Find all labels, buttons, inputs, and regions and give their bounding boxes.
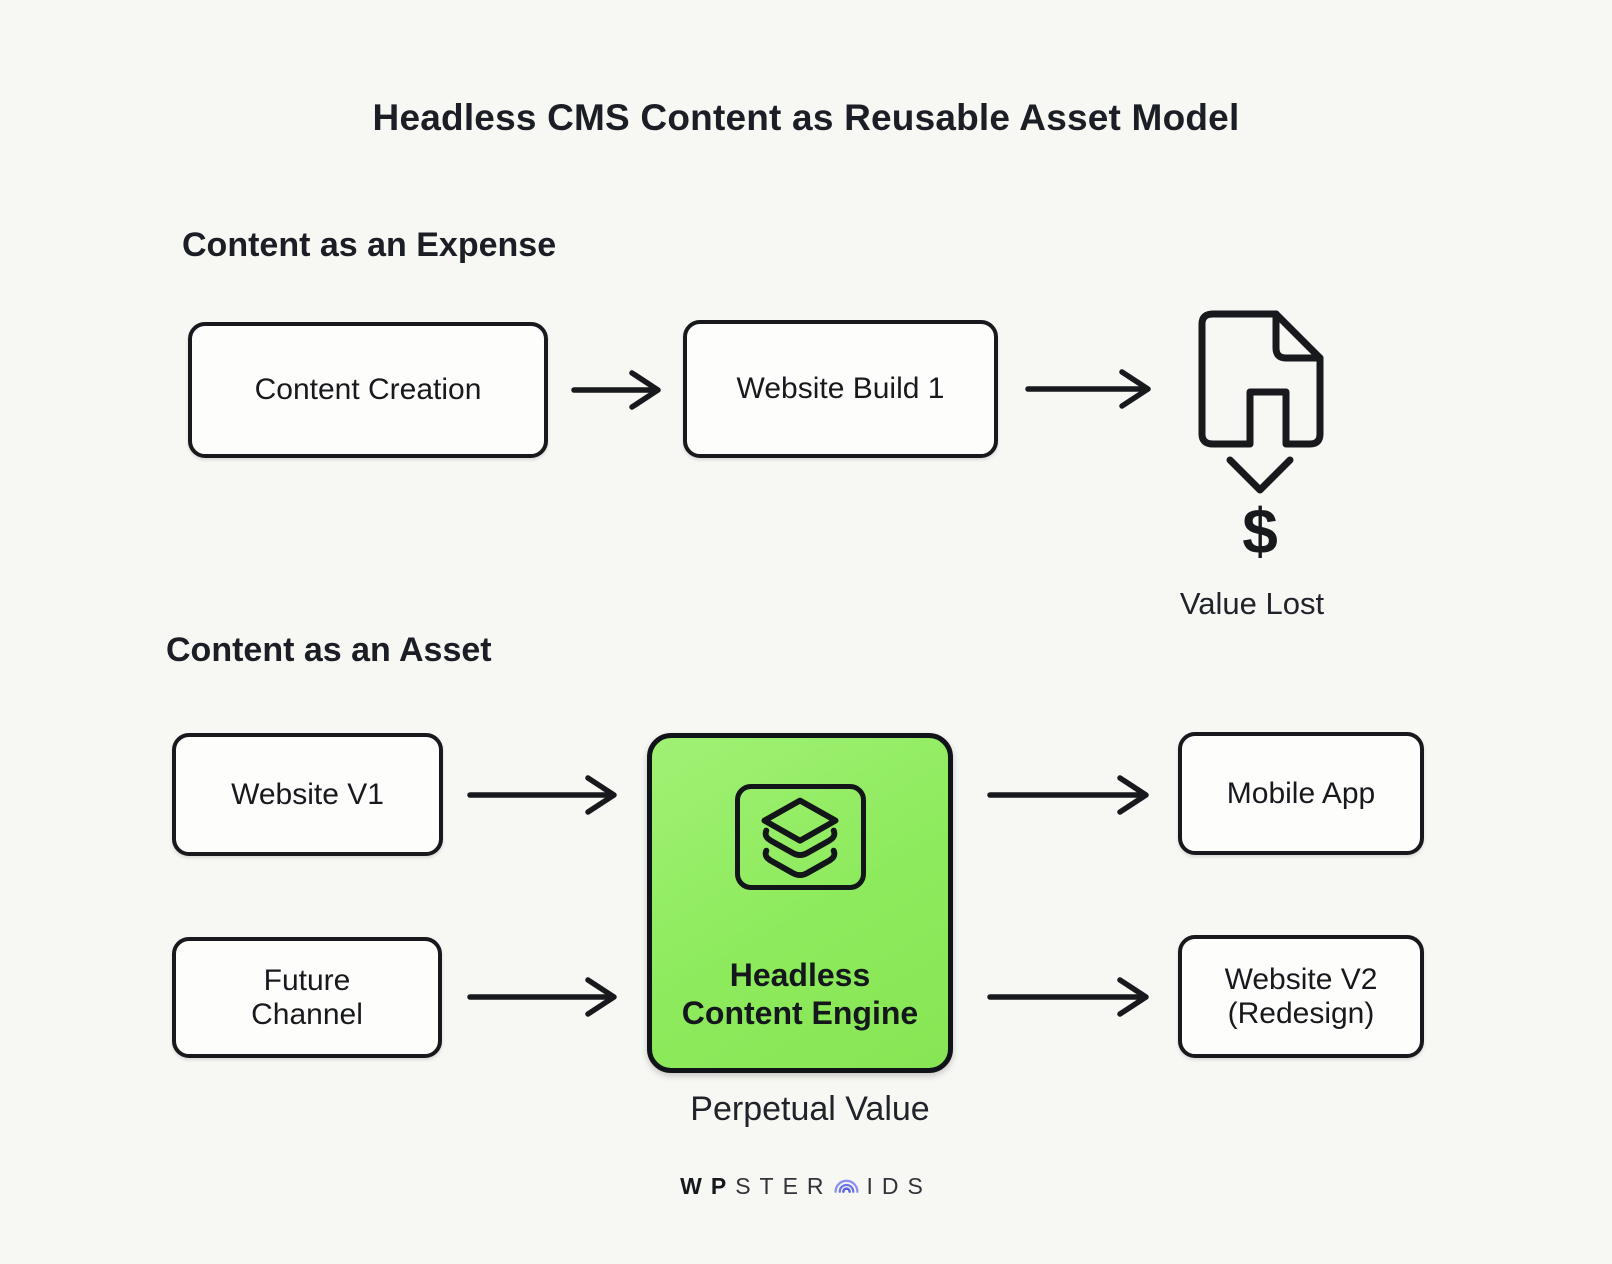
layers-icon-box xyxy=(734,784,866,890)
brand-text-mid: STER xyxy=(735,1173,833,1199)
arrow-website-build-to-document xyxy=(1025,369,1151,409)
arrow-future-channel-to-engine xyxy=(467,977,617,1017)
website-v2-line2: (Redesign) xyxy=(1227,996,1375,1030)
node-website-v2: Website V2 (Redesign) xyxy=(1178,935,1424,1058)
engine-label-line2: Content Engine xyxy=(681,995,919,1031)
expense-section-heading: Content as an Expense xyxy=(182,226,557,264)
arrow-engine-to-mobile-app xyxy=(987,775,1149,815)
node-content-creation: Content Creation xyxy=(188,322,548,458)
brand-text-end: IDS xyxy=(866,1173,932,1199)
layers-icon xyxy=(761,797,839,878)
future-channel-line1: Future xyxy=(263,963,351,997)
perpetual-value-label: Perpetual Value xyxy=(690,1090,930,1128)
node-website-v1: Website V1 xyxy=(172,733,443,856)
arcs-icon xyxy=(833,1179,859,1193)
node-website-build-1: Website Build 1 xyxy=(683,320,998,458)
future-channel-line2: Channel xyxy=(251,997,363,1031)
brand-text-bold: WP xyxy=(680,1173,736,1199)
page-title: Headless CMS Content as Reusable Asset M… xyxy=(372,97,1240,138)
dollar-symbol: $ xyxy=(1242,495,1278,567)
engine-label-line1: Headless xyxy=(729,957,871,993)
document-icon xyxy=(1198,310,1324,448)
asset-section-heading: Content as an Asset xyxy=(166,631,492,669)
arrow-engine-to-website-v2 xyxy=(987,977,1149,1017)
website-v2-line1: Website V2 xyxy=(1224,962,1378,996)
value-lost-label: Value Lost xyxy=(1179,586,1325,621)
node-mobile-app: Mobile App xyxy=(1178,732,1424,855)
engine-label: Headless Content Engine xyxy=(682,956,918,1032)
node-headless-content-engine: Headless Content Engine xyxy=(647,733,953,1073)
arrow-website-v1-to-engine xyxy=(467,775,617,815)
node-future-channel: Future Channel xyxy=(172,937,442,1058)
arrow-content-creation-to-website-build xyxy=(571,370,661,410)
